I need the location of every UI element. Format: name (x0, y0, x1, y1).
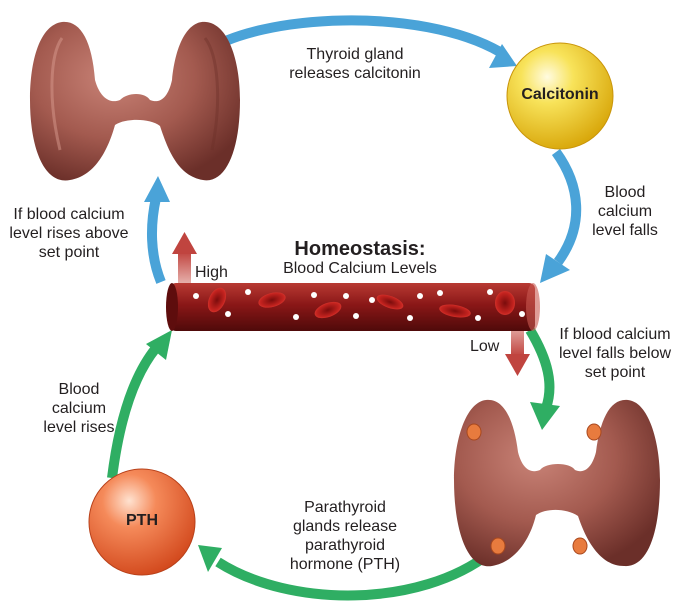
arrow-vessel-to-parathyroid (525, 327, 560, 430)
red-blood-cell (495, 291, 515, 315)
high-label: High (195, 264, 228, 281)
text-line: set point (38, 244, 100, 261)
thyroid-gland-bottom (454, 399, 660, 567)
calcium-ions (193, 289, 525, 321)
level-falls-label: Blood calcium level falls (575, 183, 675, 240)
text-line: parathyroid (304, 537, 386, 554)
text-line: If blood calcium (13, 206, 125, 223)
text-line: Parathyroid (304, 499, 386, 516)
red-blood-cell (439, 304, 471, 318)
text-line: level falls below (558, 345, 672, 362)
rises-above-label: If blood calcium level rises above set p… (0, 205, 138, 262)
text-line: set point (584, 364, 646, 381)
arrow-thyroid-to-calcitonin (202, 15, 517, 68)
text-line: If blood calcium (559, 326, 671, 343)
arrow-pth-to-vessel (107, 330, 172, 479)
high-up-arrow (172, 232, 197, 284)
diagram-title: Homeostasis: (294, 238, 426, 260)
pth-ball (88, 468, 196, 576)
calcitonin-ball (506, 42, 614, 150)
falls-below-label: If blood calcium level falls below set p… (546, 325, 684, 382)
text-line: releases calcitonin (289, 65, 421, 82)
text-line: level rises (43, 419, 115, 436)
red-blood-cell (258, 292, 286, 308)
red-blood-cell (376, 294, 404, 310)
pth-label: PTH (126, 512, 158, 529)
text-line: glands release (292, 518, 398, 535)
parathyroid-glands (466, 423, 602, 555)
arrow-calcitonin-to-vessel (540, 149, 582, 283)
arrow-vessel-to-thyroid (144, 176, 170, 284)
text-line: level rises above (9, 225, 129, 242)
low-label: Low (470, 338, 500, 355)
parathyroid-release-label: Parathyroid glands release parathyroid h… (280, 498, 410, 574)
text-line: level falls (592, 222, 658, 239)
text-line: Blood (604, 184, 646, 201)
text-line: calcium (597, 203, 653, 220)
diagram-subtitle: Blood Calcium Levels (283, 260, 437, 277)
arrow-parathyroid-to-pth (198, 545, 494, 601)
thyroid-releases-label: Thyroid gland releases calcitonin (270, 45, 440, 83)
text-line: hormone (PTH) (289, 556, 401, 573)
low-down-arrow (505, 324, 530, 376)
thyroid-gland-top (30, 21, 240, 181)
blood-vessel (166, 283, 540, 331)
red-blood-cell (314, 301, 342, 319)
calcitonin-label: Calcitonin (521, 86, 599, 103)
text-line: Thyroid gland (306, 46, 404, 63)
text-line: Blood (58, 381, 100, 398)
text-line: calcium (51, 400, 107, 417)
level-rises-label: Blood calcium level rises (24, 380, 134, 437)
red-blood-cell (207, 287, 227, 313)
